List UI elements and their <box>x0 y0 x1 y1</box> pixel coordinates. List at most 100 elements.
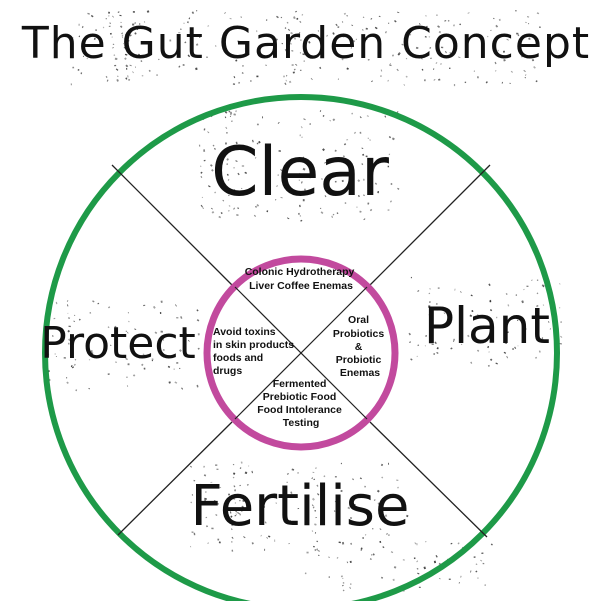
speckle <box>132 10 135 13</box>
speckle <box>424 345 426 347</box>
speckle <box>286 21 289 24</box>
speckle <box>248 465 250 467</box>
speckle <box>222 506 225 510</box>
speckle <box>315 467 317 469</box>
speckle <box>228 205 231 207</box>
speckle <box>119 14 122 17</box>
speckle <box>299 39 302 42</box>
speckle <box>209 164 213 167</box>
speckle <box>207 131 210 134</box>
speckle <box>298 179 300 181</box>
divider-bottom-right <box>369 421 488 538</box>
speckle <box>122 43 124 45</box>
speckle <box>467 334 470 338</box>
speckle <box>382 546 385 549</box>
speckle <box>449 52 451 55</box>
speckle <box>390 200 392 203</box>
speckle <box>410 276 413 279</box>
speckle <box>437 25 441 28</box>
speckle <box>547 321 550 323</box>
speckle <box>291 64 294 66</box>
speckle <box>276 185 278 188</box>
speckle <box>137 53 141 56</box>
speckle <box>284 27 287 29</box>
speckle <box>350 542 353 545</box>
speckle <box>226 173 229 176</box>
speckle <box>211 527 214 530</box>
speckle <box>296 17 299 20</box>
speckle <box>235 110 237 113</box>
speckle <box>435 308 438 311</box>
speckle <box>120 21 122 23</box>
speckle <box>334 180 337 183</box>
speckle <box>521 55 523 58</box>
speckle <box>514 346 517 349</box>
speckle <box>106 79 109 82</box>
speckle <box>66 304 69 307</box>
speckle <box>162 348 165 351</box>
speckle <box>178 367 181 370</box>
speckle <box>102 26 105 29</box>
speckle <box>126 376 128 378</box>
speckle <box>268 535 271 538</box>
speckle <box>428 36 431 38</box>
speckle <box>323 475 326 478</box>
speckle <box>487 318 490 321</box>
speckle <box>409 33 412 36</box>
speckle <box>87 12 90 15</box>
speckle <box>124 57 127 60</box>
speckle <box>314 549 317 552</box>
speckle <box>295 63 298 66</box>
speckle <box>424 35 427 38</box>
speckle <box>70 365 73 368</box>
speckle <box>226 158 229 161</box>
speckle <box>346 15 348 17</box>
speckle <box>359 477 362 480</box>
speckle <box>378 48 381 50</box>
speckle <box>255 205 257 208</box>
speckle <box>438 78 441 81</box>
inner-right-line: Oral <box>348 314 369 326</box>
speckle <box>278 150 281 153</box>
speckle <box>141 363 144 367</box>
speckle <box>304 572 307 575</box>
speckle <box>190 465 192 468</box>
speckle <box>388 22 390 25</box>
speckle <box>210 207 213 210</box>
speckle <box>416 567 419 570</box>
speckle <box>340 575 343 578</box>
speckle <box>240 16 242 18</box>
speckle <box>207 542 209 544</box>
speckle <box>536 292 539 295</box>
speckle <box>266 497 269 499</box>
speckle <box>405 57 408 60</box>
speckle <box>312 506 315 509</box>
speckle <box>121 34 124 36</box>
speckle <box>266 210 269 213</box>
speckle <box>198 483 201 487</box>
speckle <box>107 306 111 309</box>
speckle <box>230 528 233 531</box>
speckle <box>374 26 378 30</box>
speckle <box>358 194 360 198</box>
speckle <box>207 185 211 188</box>
speckle <box>503 50 505 53</box>
speckle <box>430 339 433 342</box>
speckle <box>379 540 382 544</box>
speckle <box>324 161 327 164</box>
speckle <box>233 189 236 192</box>
speckle <box>235 59 238 62</box>
speckle <box>425 14 427 17</box>
speckle <box>290 31 294 35</box>
speckle <box>173 368 175 370</box>
speckle <box>384 115 387 118</box>
speckle <box>213 500 216 503</box>
speckle <box>380 576 384 579</box>
speckle <box>195 43 199 46</box>
speckle <box>447 19 450 22</box>
speckle <box>301 181 303 184</box>
speckle <box>510 70 514 73</box>
inner-text-top: Colonic Hydrotherapy Liver Coffee Enemas <box>245 266 358 292</box>
speckle <box>533 65 536 69</box>
speckle <box>264 521 267 524</box>
